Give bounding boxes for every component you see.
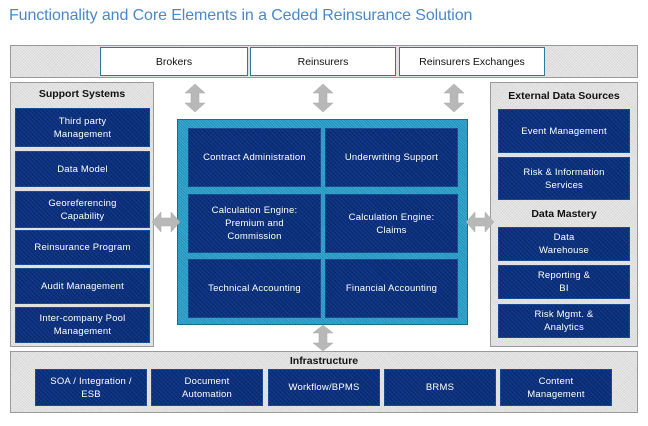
- core-calc-engine-claims: Calculation Engine: Claims: [325, 194, 458, 253]
- double-arrow-horizontal-icon: [152, 212, 180, 232]
- infra-content-management: Content Management: [500, 369, 612, 406]
- support-item-georeferencing: Georeferencing Capability: [15, 191, 150, 228]
- core-calc-engine-premium: Calculation Engine: Premium and Commissi…: [188, 194, 321, 253]
- dm-risk-mgmt-analytics: Risk Mgmt. & Analytics: [498, 304, 630, 338]
- infrastructure-heading: Infrastructure: [289, 355, 359, 367]
- double-arrow-vertical-icon: [444, 84, 464, 112]
- reinsurers-exchanges-box: Reinsurers Exchanges: [399, 47, 545, 76]
- support-item-third-party-management: Third party Management: [15, 108, 150, 147]
- support-item-reinsurance-program: Reinsurance Program: [15, 230, 150, 265]
- double-arrow-horizontal-icon: [466, 212, 494, 232]
- support-item-inter-company-pool: Inter-company Pool Management: [15, 307, 150, 343]
- dm-data-warehouse: Data Warehouse: [498, 227, 630, 261]
- dm-reporting-bi: Reporting & BI: [498, 265, 630, 299]
- diagram-title: Functionality and Core Elements in a Ced…: [9, 7, 473, 24]
- support-item-audit-management: Audit Management: [15, 268, 150, 304]
- support-item-data-model: Data Model: [15, 151, 150, 187]
- data-mastery-heading: Data Mastery: [531, 208, 597, 220]
- eds-event-management: Event Management: [498, 109, 630, 153]
- eds-risk-information-services: Risk & Information Services: [498, 157, 630, 200]
- infra-brms: BRMS: [384, 369, 496, 406]
- support-systems-heading: Support Systems: [38, 88, 126, 100]
- core-contract-administration: Contract Administration: [188, 128, 321, 187]
- infra-soa-integration-esb: SOA / Integration / ESB: [35, 369, 147, 406]
- double-arrow-vertical-icon: [185, 84, 205, 112]
- core-technical-accounting: Technical Accounting: [188, 259, 321, 318]
- reinsurers-box: Reinsurers: [250, 47, 396, 76]
- infra-workflow-bpms: Workflow/BPMS: [268, 369, 380, 406]
- core-underwriting-support: Underwriting Support: [325, 128, 458, 187]
- core-financial-accounting: Financial Accounting: [325, 259, 458, 318]
- double-arrow-vertical-icon: [313, 325, 333, 351]
- brokers-box: Brokers: [100, 47, 248, 76]
- double-arrow-vertical-icon: [313, 84, 333, 112]
- external-data-sources-heading: External Data Sources: [508, 90, 620, 102]
- infra-document-automation: Document Automation: [151, 369, 263, 406]
